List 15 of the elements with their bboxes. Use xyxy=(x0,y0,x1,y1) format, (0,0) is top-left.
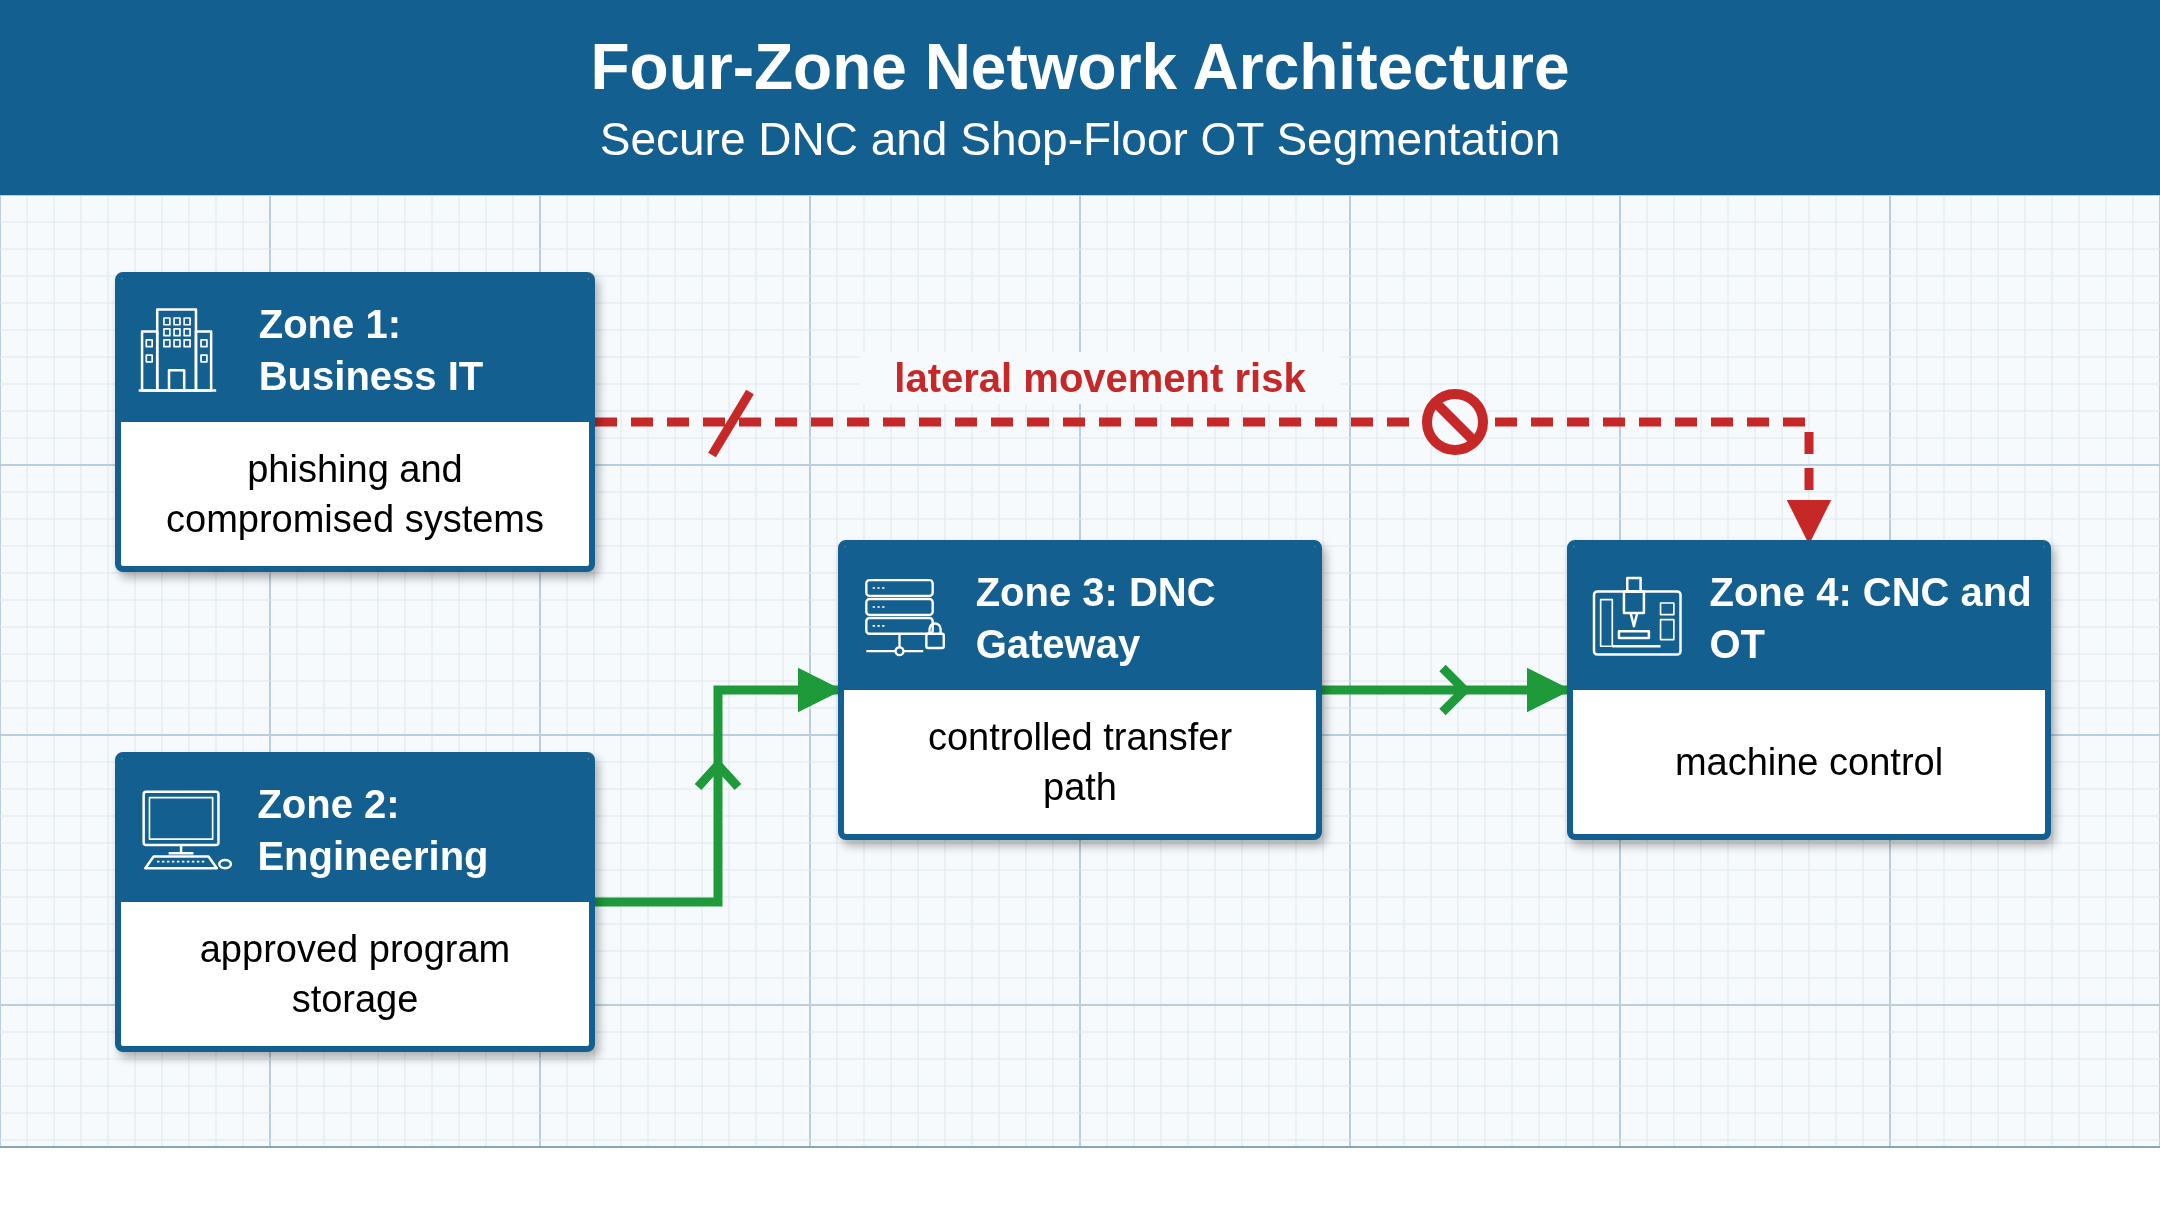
title: Four-Zone Network Architecture xyxy=(590,29,1570,105)
zone-heading: Zone 1: Business IT xyxy=(258,301,485,400)
subtitle: Secure DNC and Shop-Floor OT Segmentation xyxy=(599,111,1561,167)
zone-heading: Zone 3: DNC Gateway xyxy=(975,569,1217,668)
zone-heading: Zone 4: CNC and OT xyxy=(1709,569,2033,668)
zone-card xyxy=(1567,540,2051,840)
zone-card xyxy=(115,752,595,1052)
zone-description: phishing and compromised systems xyxy=(165,447,545,542)
zone-heading: Zone 2: Engineering xyxy=(257,781,490,880)
edge-label: lateral movement risk xyxy=(860,352,1340,404)
zone-description: machine control xyxy=(1674,740,1944,785)
zone-description: controlled transfer path xyxy=(926,715,1234,810)
zone-card xyxy=(838,540,1322,840)
zone-description: approved program storage xyxy=(198,927,512,1022)
zone-card xyxy=(115,272,595,572)
